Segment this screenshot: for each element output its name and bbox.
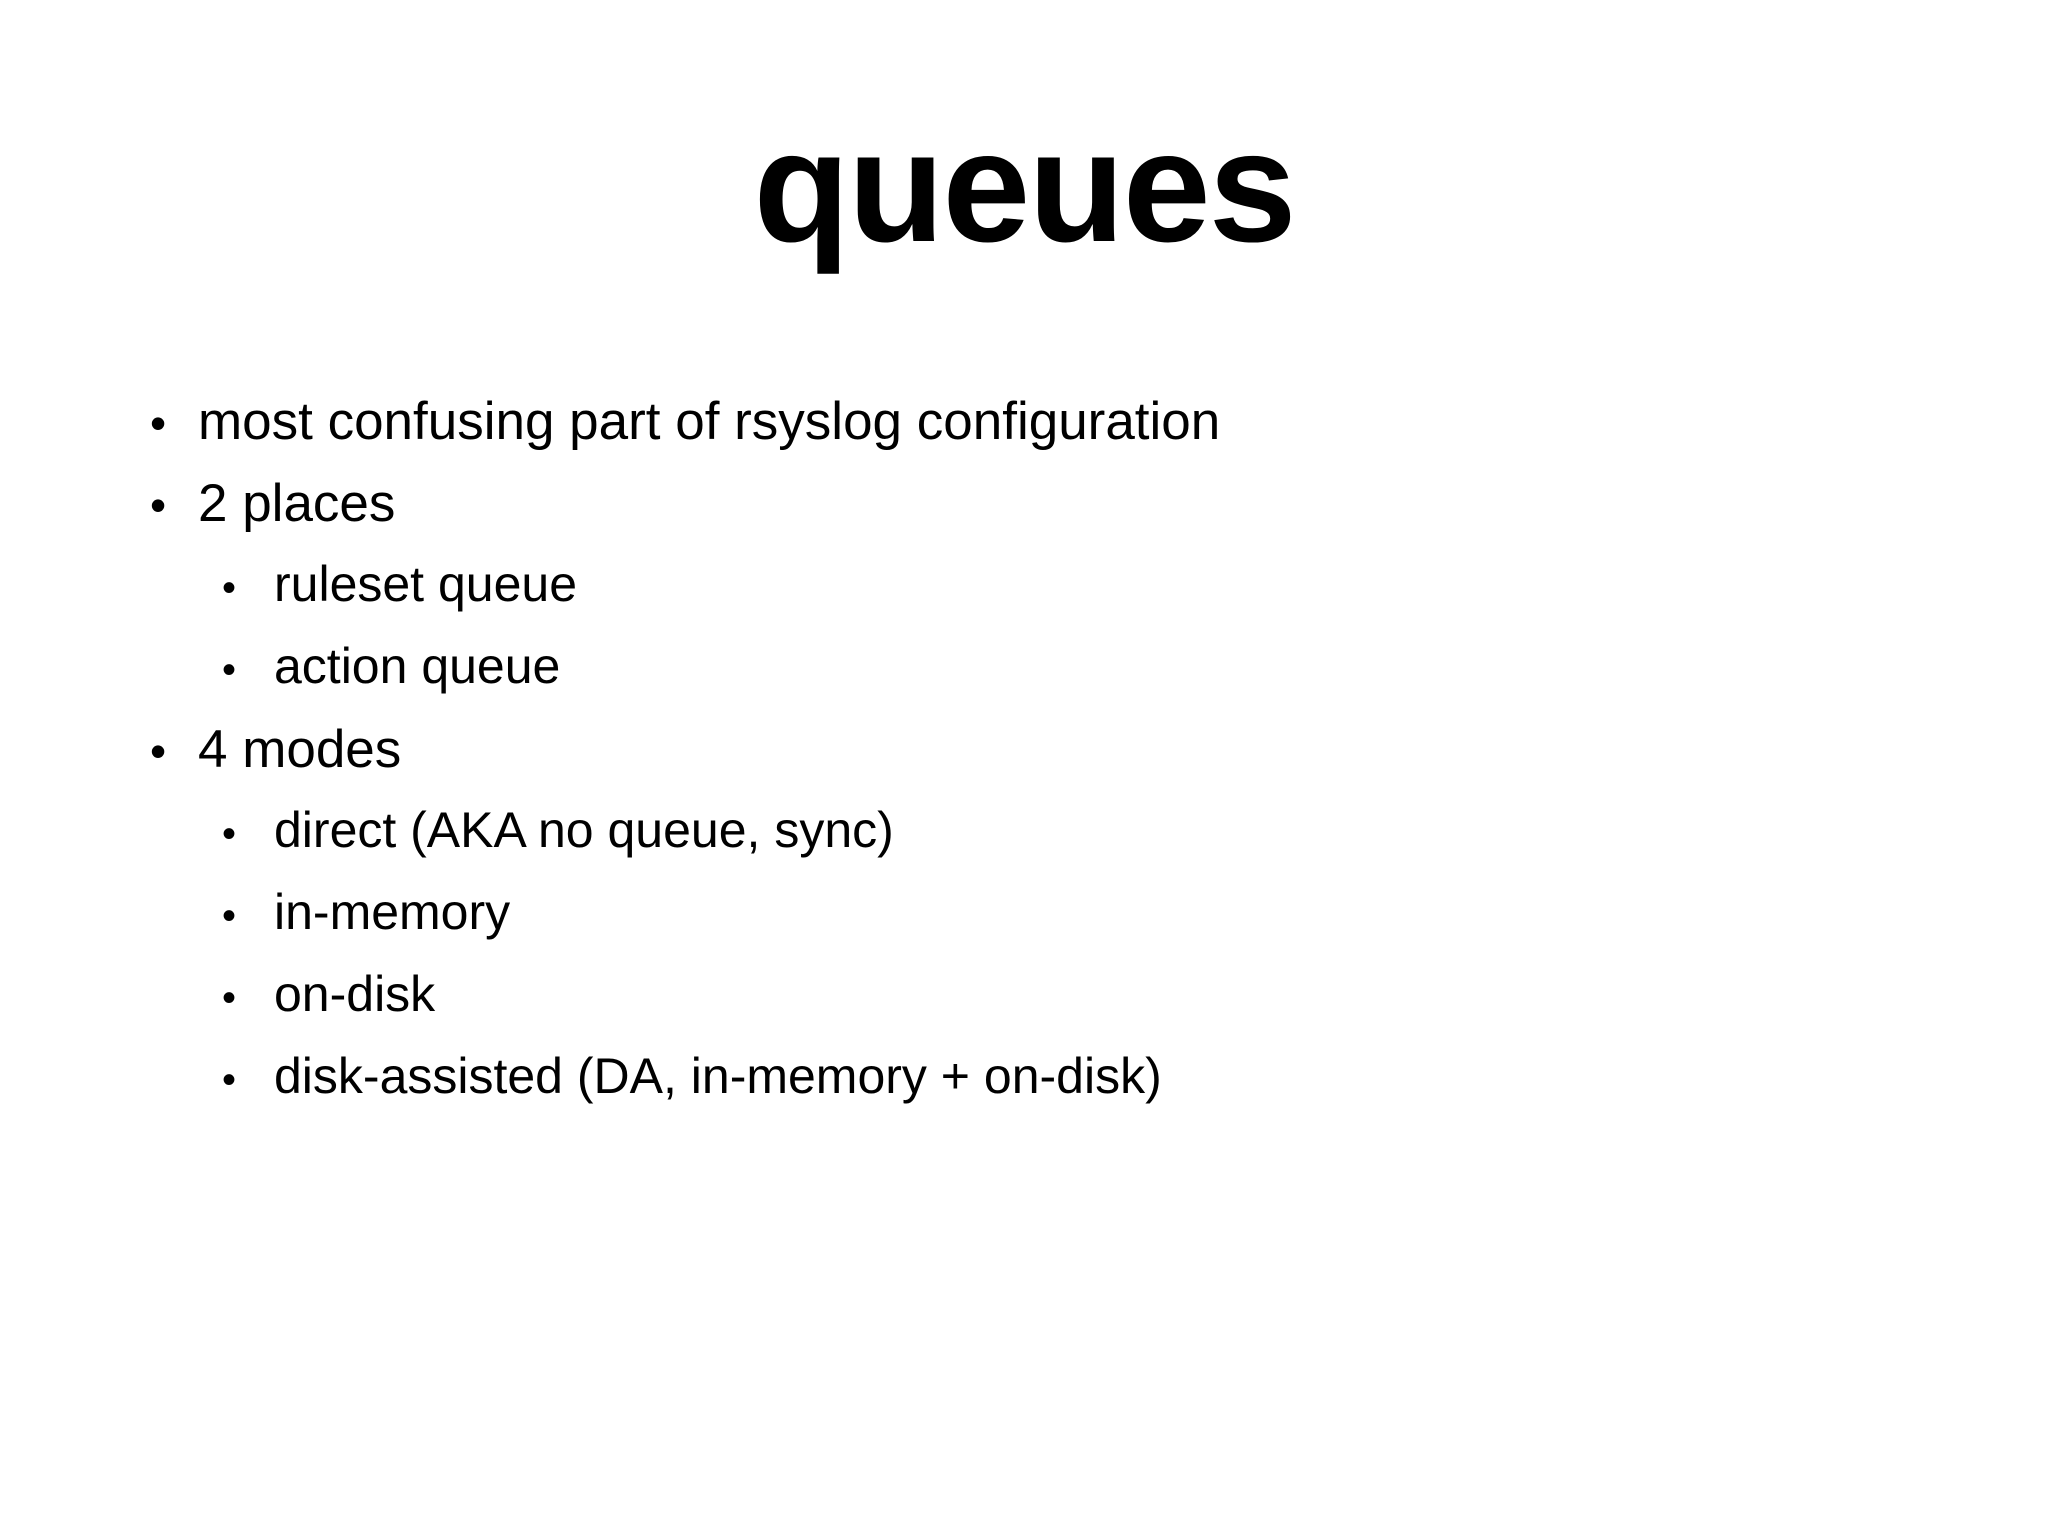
bullet-point-icon: • (222, 976, 237, 1020)
list-item: • direct (AKA no queue, sync) (150, 805, 1910, 887)
bullet-point-icon: • (222, 566, 237, 610)
list-item: • most confusing part of rsyslog configu… (150, 395, 1910, 477)
list-item-label: action queue (274, 638, 561, 694)
bullet-point-icon: • (222, 648, 237, 692)
list-item-label: in-memory (274, 884, 511, 940)
list-item-label: 4 modes (198, 720, 402, 779)
bullet-point-icon: • (150, 397, 167, 449)
bullet-point-icon: • (222, 1058, 237, 1102)
slide-title: queues (753, 99, 1296, 275)
bullet-point-icon: • (150, 725, 167, 777)
bullet-point-icon: • (222, 812, 237, 856)
list-item-label: disk-assisted (DA, in-memory + on-disk) (274, 1048, 1162, 1104)
list-item: • action queue (150, 641, 1910, 723)
list-item-label: most confusing part of rsyslog configura… (198, 392, 1221, 451)
list-item-label: direct (AKA no queue, sync) (274, 802, 894, 858)
list-item: • on-disk (150, 969, 1910, 1051)
list-item: • 2 places (150, 477, 1910, 559)
list-item: • 4 modes (150, 723, 1910, 805)
list-item-label: 2 places (198, 474, 396, 533)
list-item: • disk-assisted (DA, in-memory + on-disk… (150, 1051, 1910, 1133)
list-item: • in-memory (150, 887, 1910, 969)
list-item-label: on-disk (274, 966, 436, 1022)
list-item-label: ruleset queue (274, 556, 578, 612)
bullet-list: • most confusing part of rsyslog configu… (150, 395, 1910, 1133)
list-item: • ruleset queue (150, 559, 1910, 641)
bullet-point-icon: • (222, 894, 237, 938)
bullet-point-icon: • (150, 479, 167, 531)
